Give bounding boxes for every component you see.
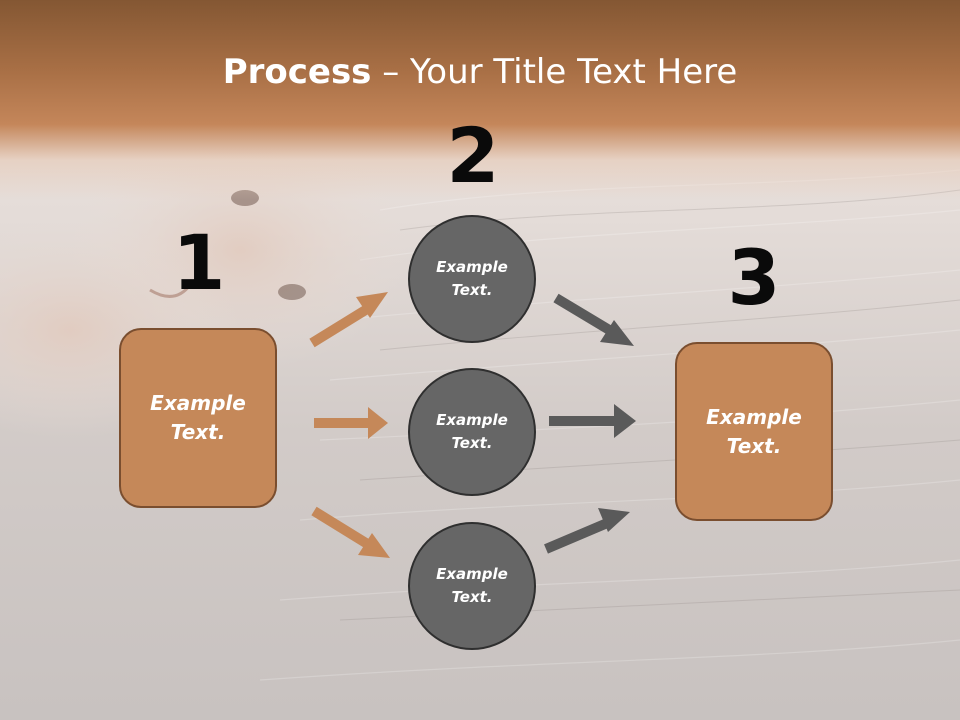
step-3-text-line2: Text. (726, 433, 782, 458)
step-2-circle-bottom: Example Text. (408, 522, 536, 650)
arrow-bottom-to-3 (544, 508, 630, 554)
title-bold: Process (222, 52, 372, 92)
circle-bottom-text-line1: Example (436, 565, 508, 583)
step-number-2: 2 (446, 111, 500, 200)
step-2-circle-top: Example Text. (408, 215, 536, 343)
page-title: Process – Your Title Text Here (0, 52, 960, 92)
arrow-middle-to-3 (549, 404, 636, 438)
arrow-1-to-top (309, 292, 388, 348)
step-2-circle-middle: Example Text. (408, 368, 536, 496)
arrow-1-to-bottom (311, 506, 390, 558)
step-number-1: 1 (172, 218, 226, 307)
arrow-top-to-3 (553, 293, 634, 346)
step-number-3: 3 (727, 233, 781, 322)
title-band (0, 0, 960, 200)
step-1-box: Example Text. (119, 328, 277, 508)
title-rest: – Your Title Text Here (371, 52, 738, 92)
circle-middle-text-line2: Text. (451, 434, 493, 452)
step-3-text-line1: Example (706, 404, 802, 429)
circle-bottom-text-line2: Text. (451, 588, 493, 606)
step-1-text-line1: Example (150, 391, 246, 415)
circle-top-text-line1: Example (436, 258, 508, 276)
circle-middle-text-line1: Example (436, 411, 508, 429)
step-1-text-line2: Text. (170, 420, 226, 444)
arrow-1-to-middle (314, 407, 388, 439)
step-3-box: Example Text. (675, 342, 833, 521)
circle-top-text-line2: Text. (451, 281, 493, 299)
